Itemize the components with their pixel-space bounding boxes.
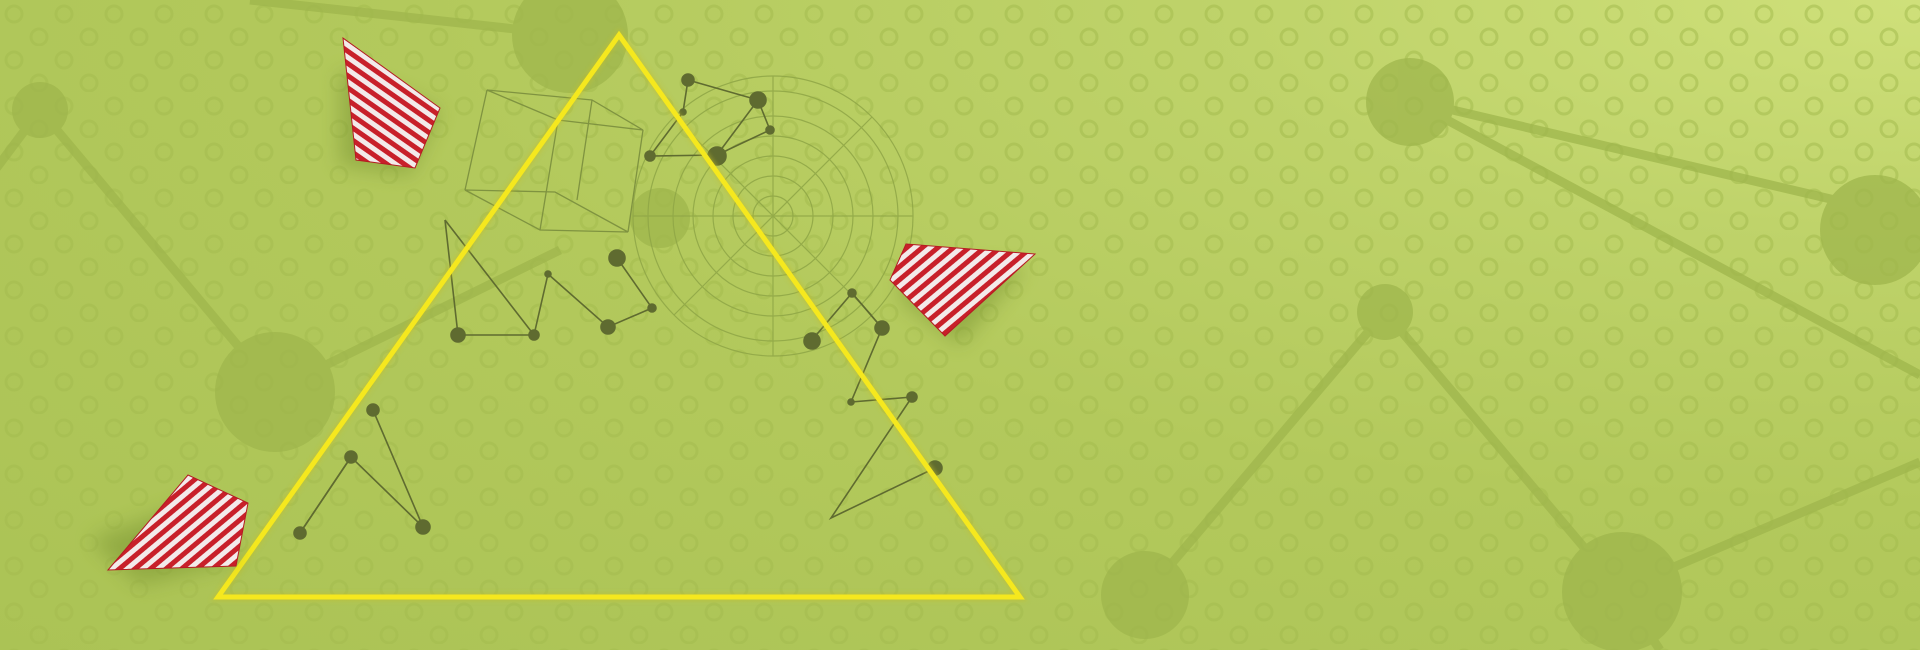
- gem-bottom-left: [90, 474, 249, 585]
- triangle-outline: [210, 28, 1028, 601]
- gem-top-left: [340, 36, 441, 175]
- wireframe-cube: [464, 89, 644, 233]
- gem-right: [889, 243, 1037, 345]
